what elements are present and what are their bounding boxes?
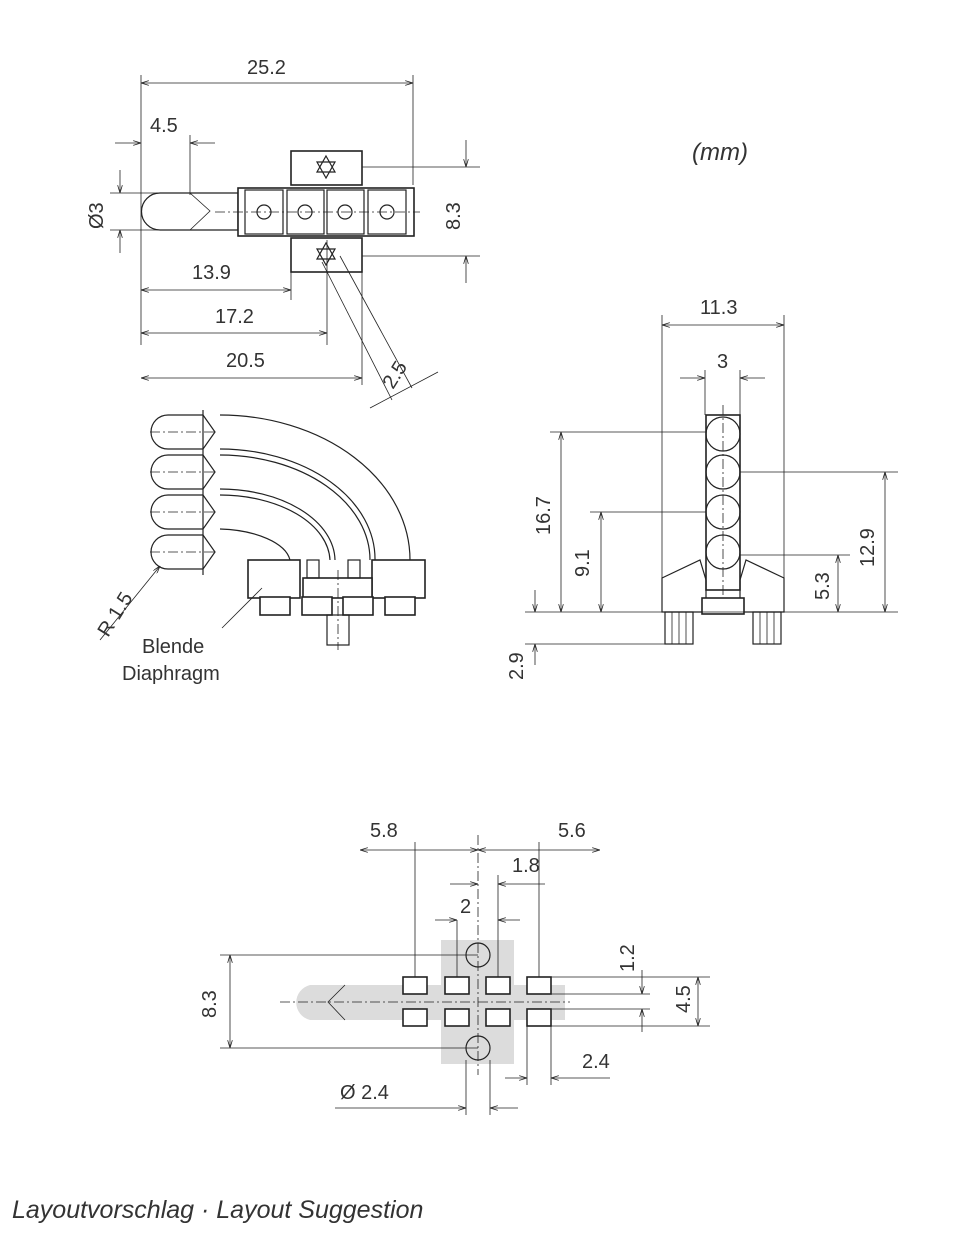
dim-5-6: 5.6 <box>558 820 586 842</box>
star-icon <box>315 154 337 180</box>
dim-11-3: 11.3 <box>700 297 737 319</box>
dim-3: 3 <box>717 351 728 373</box>
dim-4-5: 4.5 <box>150 115 178 137</box>
dim-1-8: 1.8 <box>512 855 540 877</box>
diaphragm-label: Diaphragm <box>122 663 220 685</box>
dim-8-3: 8.3 <box>443 202 465 230</box>
dim-5-8: 5.8 <box>370 820 398 842</box>
radius-label: R 1.5 <box>94 588 138 640</box>
dim-1-2: 1.2 <box>617 944 639 972</box>
dim-13-9: 13.9 <box>192 262 231 284</box>
unit-label: (mm) <box>692 139 748 166</box>
dim-16-7: 16.7 <box>533 496 555 535</box>
top-view <box>110 75 480 409</box>
dim-2-4: 2.4 <box>582 1051 610 1073</box>
front-view <box>525 315 898 665</box>
dim-20-5: 20.5 <box>226 350 265 372</box>
dim-2: 2 <box>460 896 471 918</box>
dim-layout-8-3: 8.3 <box>199 990 221 1018</box>
layout-suggestion <box>220 835 710 1115</box>
dim-hole-diameter: Ø 2.4 <box>340 1082 389 1104</box>
side-view <box>99 410 426 650</box>
star-icon <box>315 241 337 267</box>
dim-5-3: 5.3 <box>812 572 834 600</box>
dim-diameter-3: Ø3 <box>86 202 108 229</box>
dim-25-2: 25.2 <box>247 57 286 79</box>
dim-17-2: 17.2 <box>215 306 254 328</box>
dim-9-1: 9.1 <box>572 549 594 577</box>
layout-caption: Layoutvorschlag · Layout Suggestion <box>12 1196 423 1224</box>
dim-4-5: 4.5 <box>673 985 695 1013</box>
blende-label: Blende <box>142 636 204 658</box>
dim-2-5: 2.5 <box>379 357 412 392</box>
dim-2-9: 2.9 <box>506 652 528 680</box>
dim-12-9: 12.9 <box>857 528 879 567</box>
